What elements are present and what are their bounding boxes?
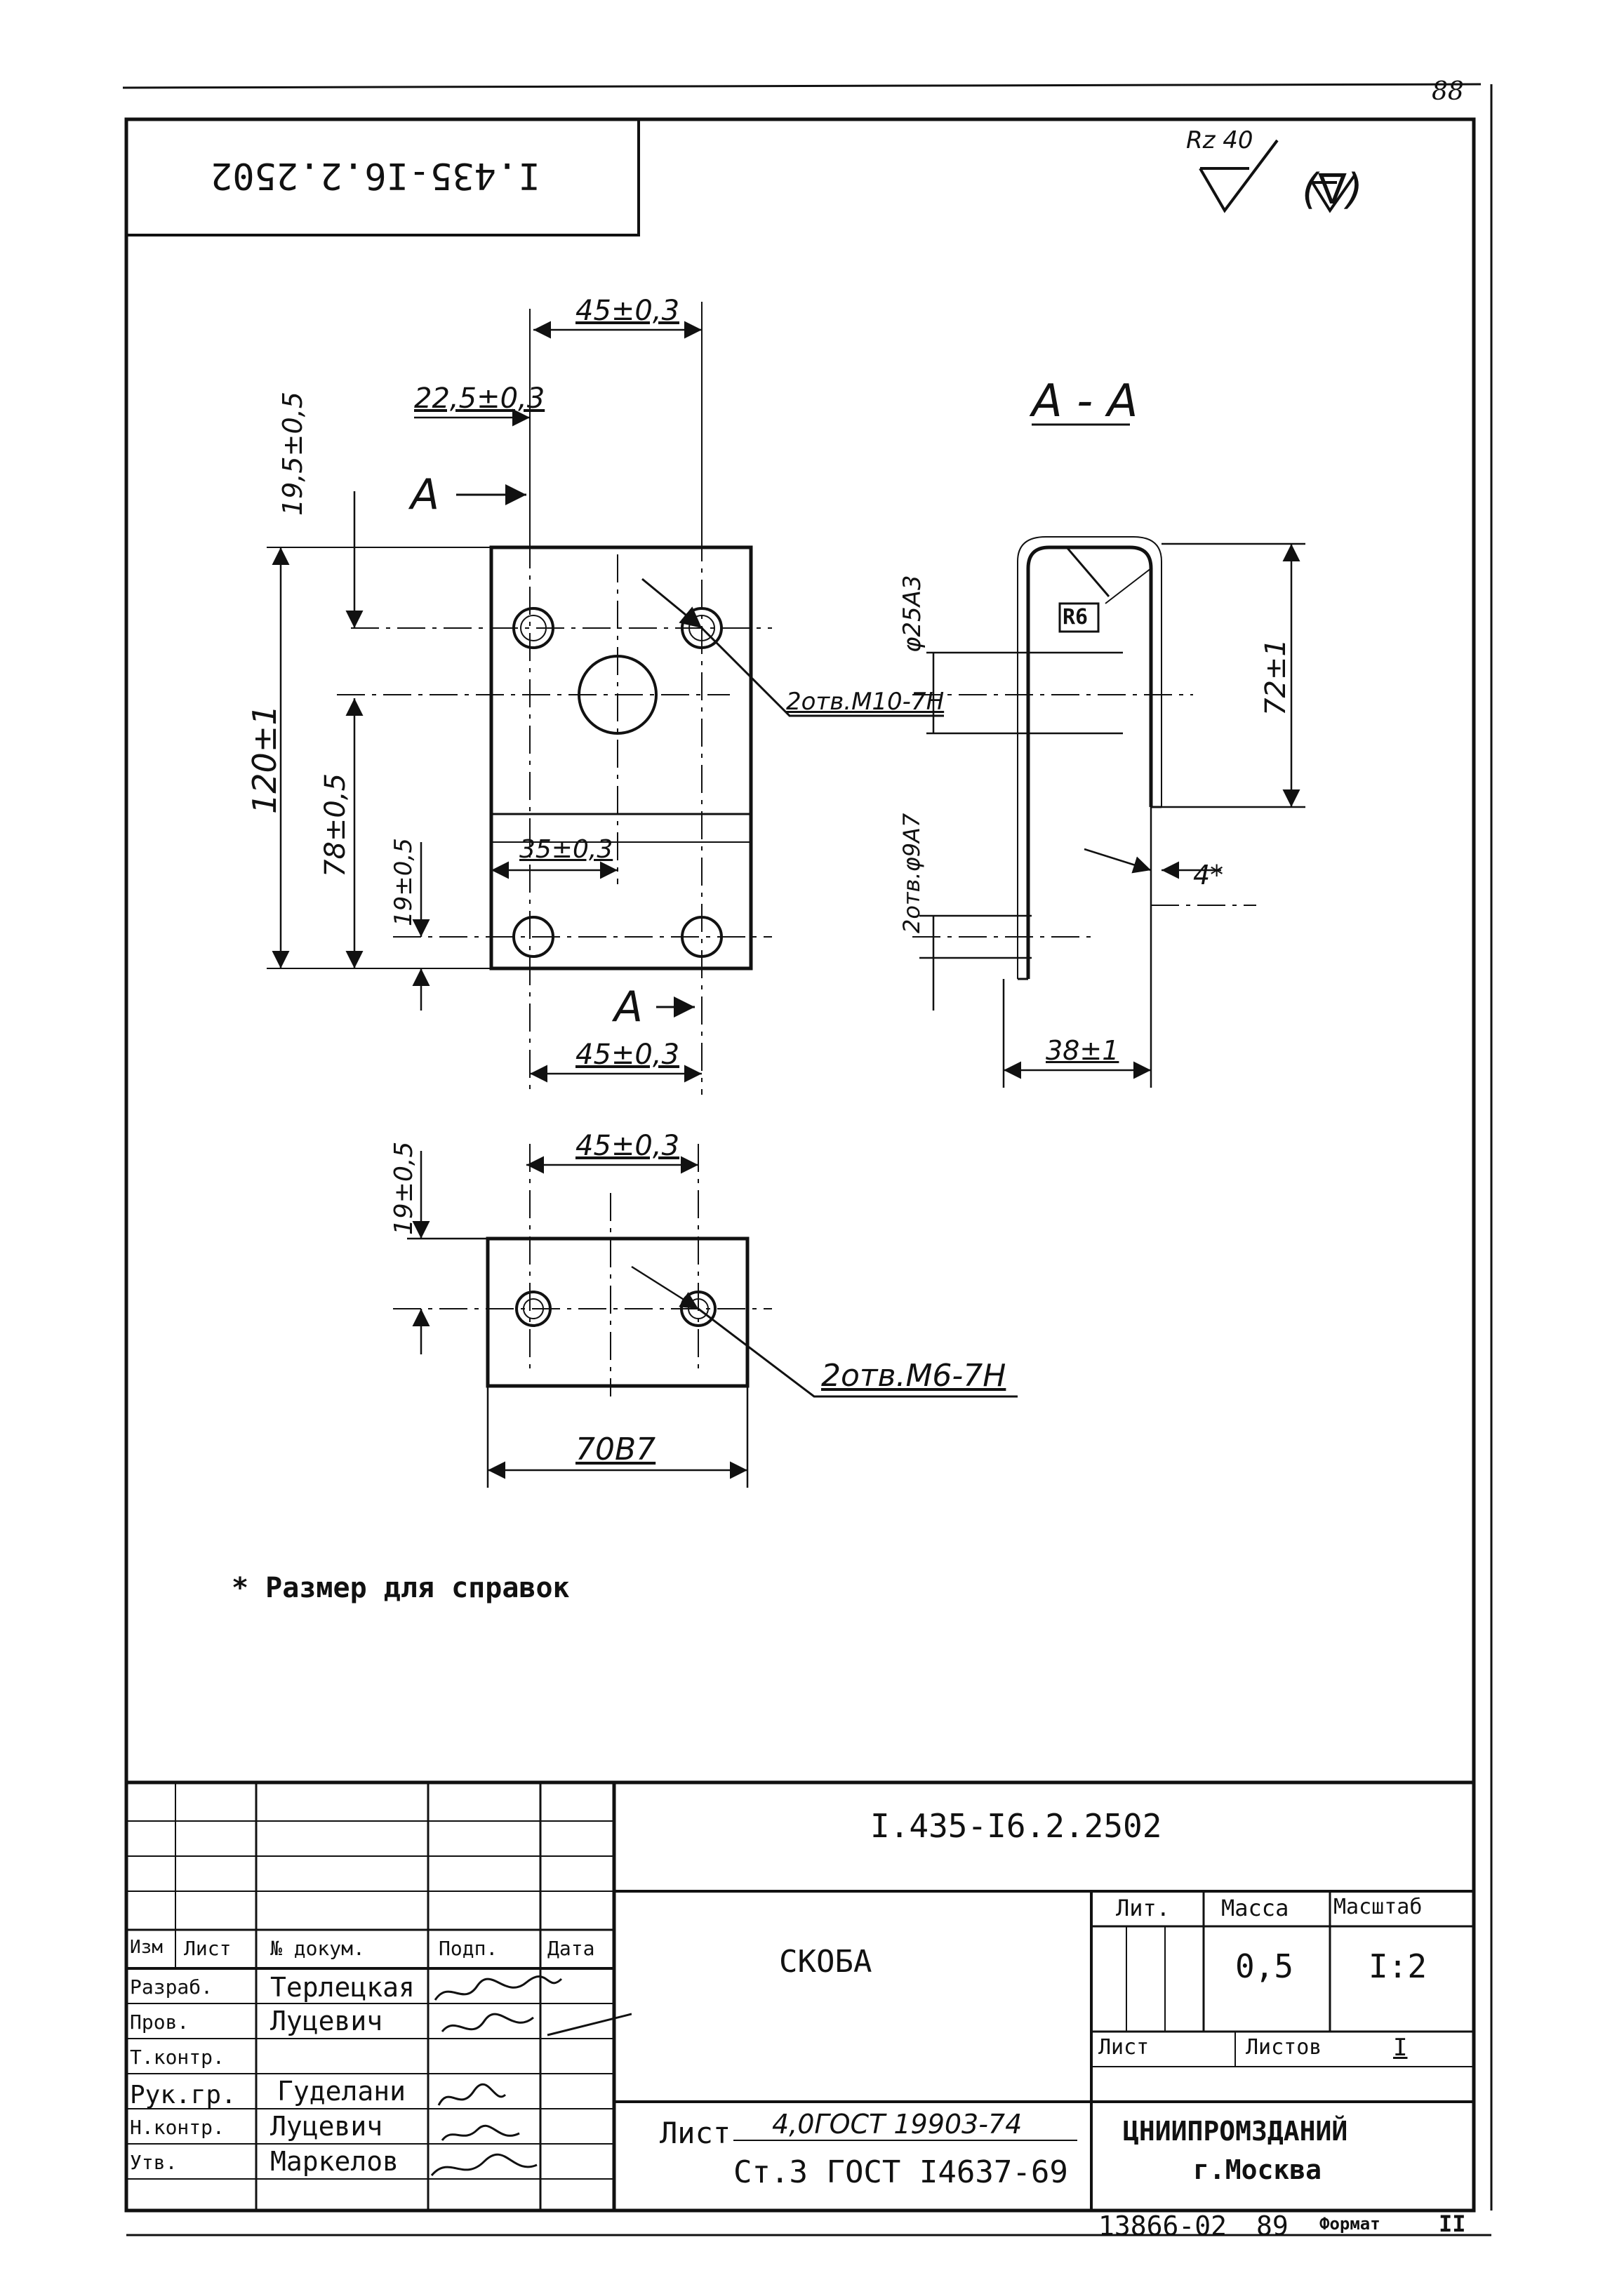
dim-19-5: 19,5±0,5 <box>277 392 308 516</box>
dim-phi-25: φ25A3 <box>898 575 926 653</box>
name-5: Маркелов <box>270 2146 399 2177</box>
org-line1: ЦНИИПРОМЗДАНИЙ <box>1123 2116 1348 2147</box>
role-0: Разраб. <box>130 1975 213 1999</box>
dim-side-holes: 2отв.φ9A7 <box>898 813 925 933</box>
sheet-label: Лист <box>1098 2035 1150 2060</box>
dim-70: 70В7 <box>575 1432 656 1467</box>
roughness-value: Rz 40 <box>1186 126 1253 154</box>
role-5: Утв. <box>130 2151 178 2174</box>
plan-view <box>267 302 944 1095</box>
section-title: A - A <box>1032 375 1138 427</box>
section-view <box>912 423 1305 1088</box>
dim-45-top: 45±0,3 <box>575 295 680 327</box>
col-list: Лист <box>184 1937 232 1960</box>
role-2: Т.контр. <box>130 2046 225 2069</box>
sheet-number: 88 <box>1432 77 1464 106</box>
stamp-box <box>125 118 640 236</box>
roughness-icon <box>1199 139 1356 213</box>
dim-19-small: 19±0,5 <box>390 838 418 926</box>
col-date: Дата <box>547 1937 595 1960</box>
org-line2: г.Москва <box>1193 2154 1322 2185</box>
title-block-grid <box>126 1780 1474 2211</box>
col-izm: Изм <box>130 1937 163 1958</box>
material-line1: 4,0ГОСТ 19903-74 <box>772 2109 1023 2140</box>
role-1: Пров. <box>130 2011 189 2034</box>
archive-page: 89 <box>1256 2211 1289 2241</box>
section-mark-bottom: A <box>614 982 644 1032</box>
sheets-label: Листов <box>1246 2035 1322 2060</box>
dim-4: 4* <box>1193 860 1224 891</box>
plan-plate <box>489 545 753 971</box>
name-4: Луцевич <box>270 2111 383 2142</box>
archive-number: 13866-02 <box>1098 2211 1227 2241</box>
mass-value: 0,5 <box>1235 1947 1294 1985</box>
bottom-view <box>393 1144 1018 1488</box>
hole-callout-m6: 2отв.М6-7Н <box>821 1358 1006 1394</box>
reference-note: * Размер для справок <box>232 1572 570 1604</box>
sheets-count: I <box>1393 2034 1408 2062</box>
dim-120: 120±1 <box>246 705 284 814</box>
roughness-note: (∇) <box>1302 165 1363 214</box>
bottom-plate <box>486 1236 750 1388</box>
scale-value: I:2 <box>1369 1947 1427 1985</box>
header-lit: Лит. <box>1116 1895 1171 1921</box>
col-sign: Подп. <box>439 1937 498 1960</box>
hole-callout-m10: 2отв.М10-7Н <box>786 688 945 716</box>
signatures <box>430 1975 632 2176</box>
radius-r6: R6 <box>1063 605 1089 629</box>
dim-45-bottom-view: 45±0,3 <box>575 1130 680 1162</box>
material-line2: Ст.3 ГОСТ I4637-69 <box>733 2154 1068 2190</box>
outer-frame <box>122 83 1493 2236</box>
header-mass: Масса <box>1221 1895 1289 1921</box>
role-3: Рук.гр. <box>130 2081 237 2109</box>
material-label: Лист <box>660 2116 731 2150</box>
format-value: II <box>1439 2211 1466 2237</box>
col-doc: № докум. <box>270 1937 365 1960</box>
dim-19-bottom: 19±0,5 <box>390 1141 418 1235</box>
name-0: Терлецкая <box>270 1972 415 2003</box>
dim-78: 78±0,5 <box>319 773 352 877</box>
role-4: Н.контр. <box>130 2116 225 2139</box>
header-scale: Масштаб <box>1333 1895 1423 1919</box>
name-1: Луцевич <box>270 2006 383 2036</box>
dim-38: 38±1 <box>1046 1035 1119 1066</box>
stamp-mirrored: I.435-I6.2.2502 <box>211 154 540 196</box>
dim-35: 35±0,3 <box>519 835 613 864</box>
name-3: Гуделани <box>277 2076 406 2107</box>
dim-22-5: 22,5±0,3 <box>414 382 545 415</box>
dim-45-bottom: 45±0,3 <box>575 1039 680 1071</box>
dim-72: 72±1 <box>1260 639 1292 716</box>
format-label: Формат <box>1319 2214 1380 2234</box>
section-mark-top: A <box>411 470 440 519</box>
doc-code: I.435-I6.2.2502 <box>870 1807 1162 1845</box>
part-name: СКОБА <box>779 1944 872 1980</box>
